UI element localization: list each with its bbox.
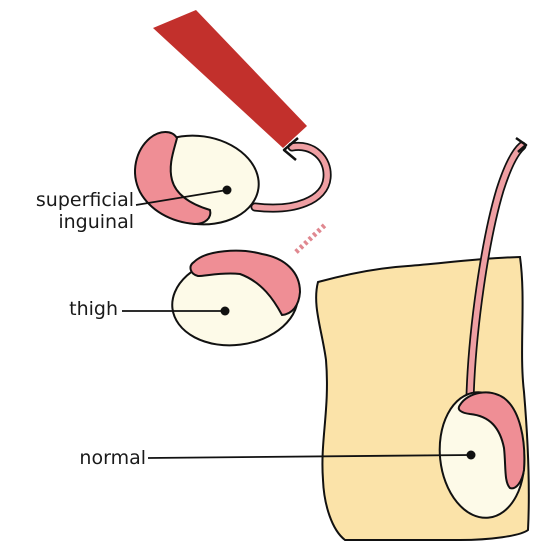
label-normal: normal [6, 447, 146, 469]
label-superficial-inguinal: superficial inguinal [6, 189, 134, 233]
testis-superficial-inguinal [131, 128, 264, 232]
label-thigh: thigh [6, 298, 118, 320]
inguinal-muscle [153, 10, 307, 148]
label-superficial-line2: inguinal [6, 211, 134, 233]
testis-thigh [167, 250, 303, 353]
spermatic-cord-thigh-stub [296, 224, 326, 252]
label-superficial-line1: superficial [6, 189, 134, 211]
